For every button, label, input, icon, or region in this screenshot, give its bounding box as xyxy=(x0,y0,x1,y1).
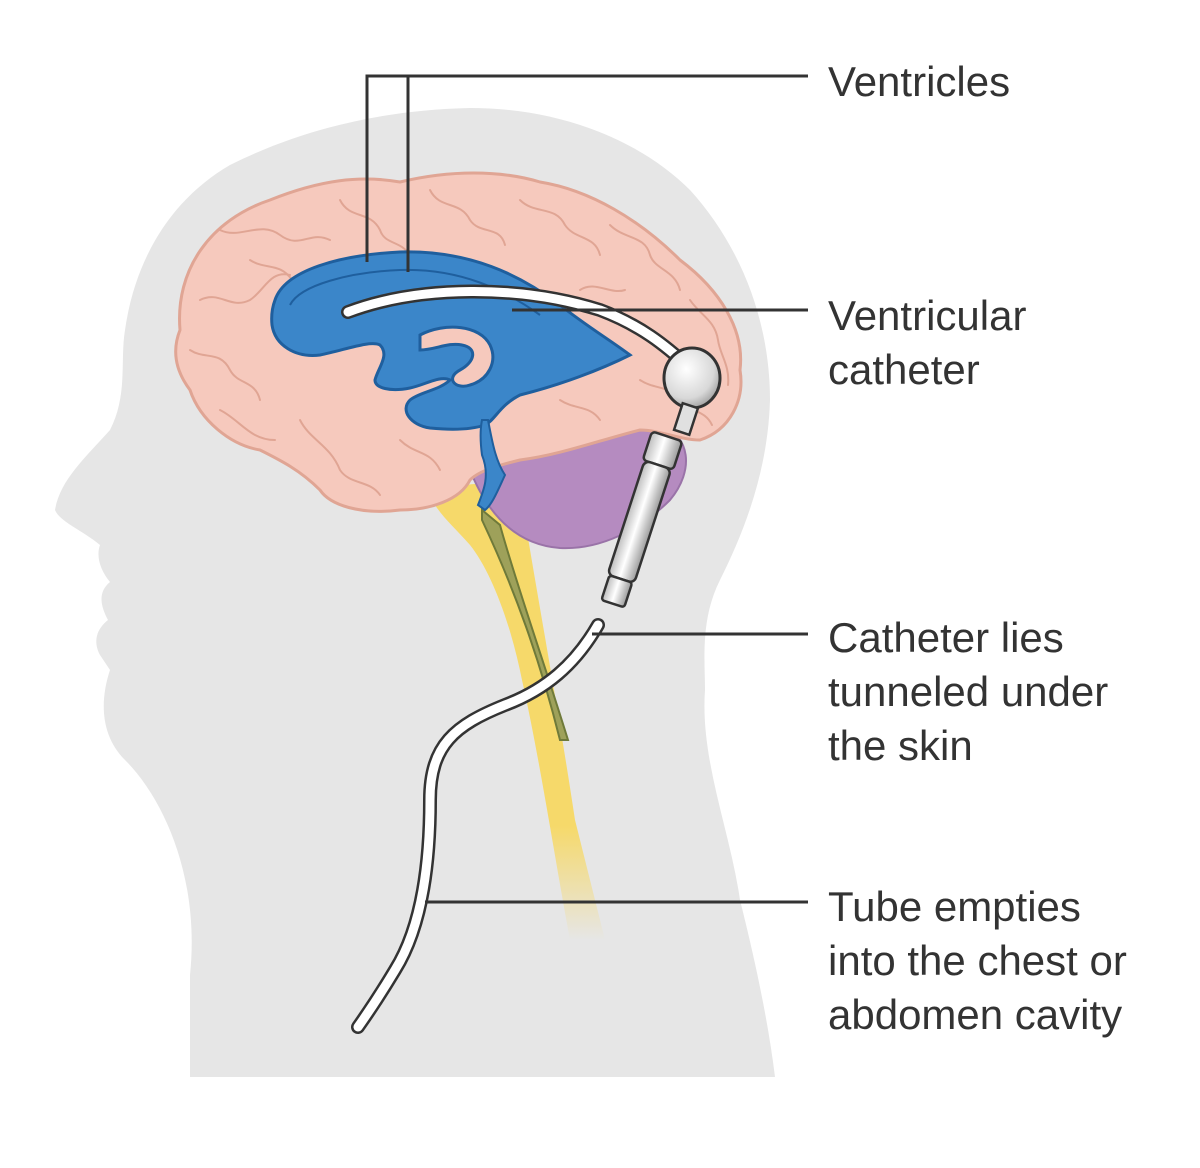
ventricular-catheter-fill xyxy=(343,287,695,373)
label-catheter-tunneled: Catheter lies tunneled under the skin xyxy=(828,614,1120,769)
label-ventricular-catheter-line1: Ventricular xyxy=(828,292,1026,339)
aqueduct xyxy=(476,419,507,512)
label-catheter-tunneled-line1: Catheter lies xyxy=(828,614,1064,661)
leader-lines xyxy=(365,74,808,904)
shunt-reservoir xyxy=(600,431,683,608)
leader-ventricles xyxy=(365,74,808,272)
label-tube-empties: Tube empties into the chest or abdomen c… xyxy=(828,883,1139,1038)
valve-neck xyxy=(672,401,700,437)
label-ventricular-catheter-line2: catheter xyxy=(828,346,980,393)
label-ventricles: Ventricles xyxy=(828,58,1010,105)
brain-gyri xyxy=(189,189,730,496)
temporal-horn xyxy=(418,325,495,388)
label-catheter-tunneled-line3: the skin xyxy=(828,722,973,769)
label-catheter-tunneled-line2: tunneled under xyxy=(828,668,1108,715)
label-ventricular-catheter: Ventricular catheter xyxy=(828,292,1038,393)
label-tube-empties-line2: into the chest or xyxy=(828,937,1127,984)
distal-catheter-fill xyxy=(353,620,603,1032)
label-tube-empties-line3: abdomen cavity xyxy=(828,991,1122,1038)
shunt-valve xyxy=(662,346,722,410)
label-tube-empties-line1: Tube empties xyxy=(828,883,1081,930)
spinal-cord xyxy=(432,483,605,940)
